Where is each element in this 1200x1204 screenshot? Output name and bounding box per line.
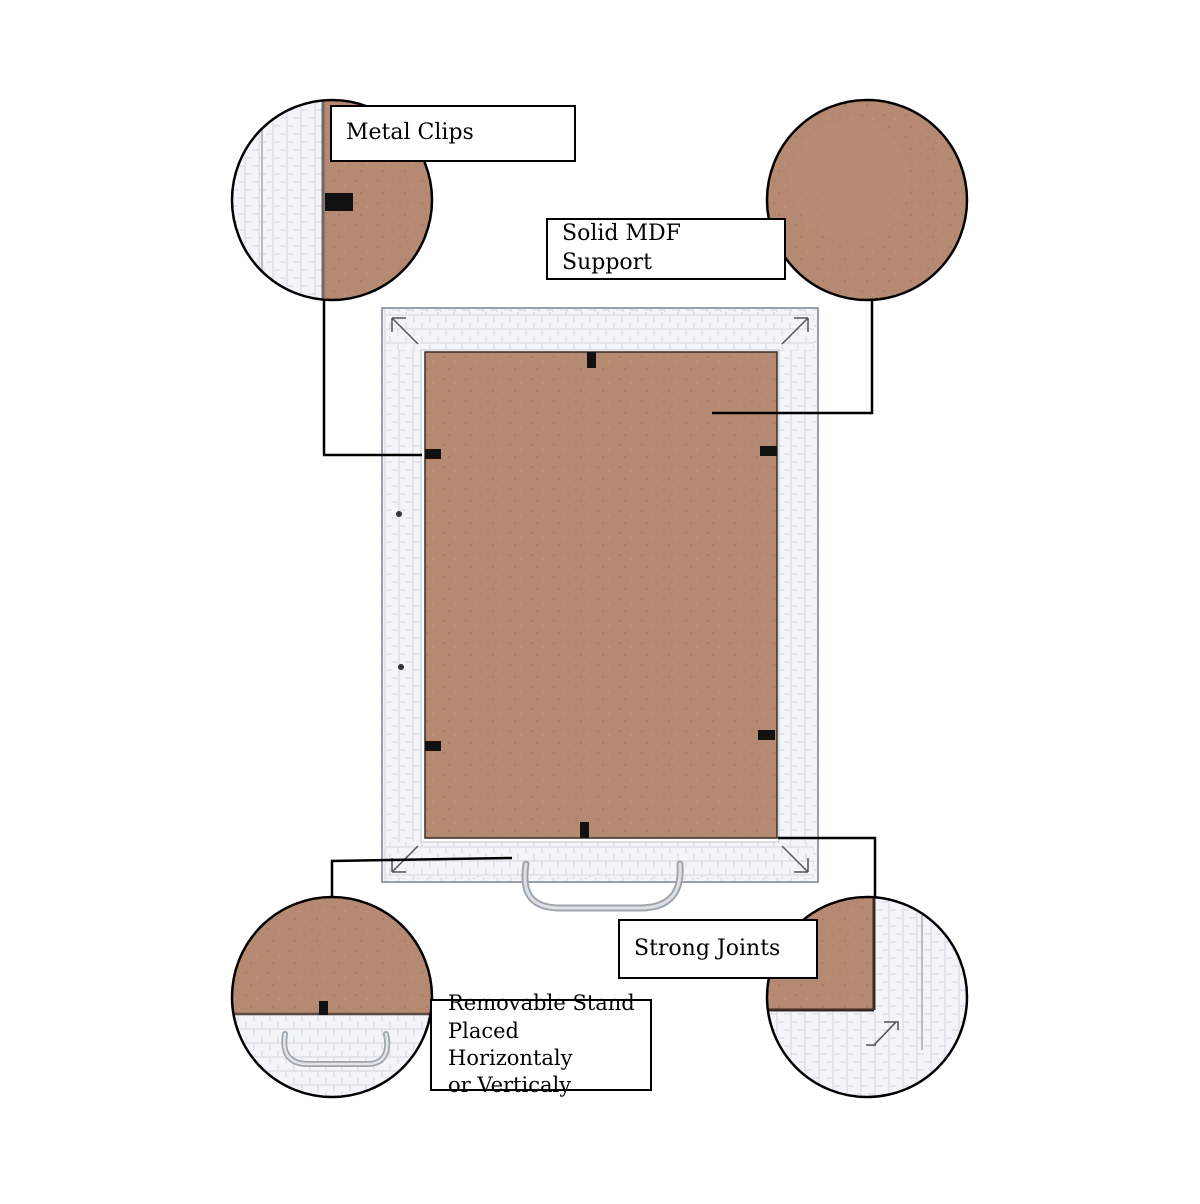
connector-clips [322,300,422,457]
label-mdf-support: Solid MDF Support [546,218,786,280]
corner-joint-tr [781,317,809,345]
label-strong-joints: Strong Joints [618,919,818,979]
label-mdf-support-text: Solid MDF Support [562,221,681,275]
clip-left-upper [425,449,441,459]
corner-joint-br [781,845,809,873]
label-metal-clips-text: Metal Clips [346,120,474,146]
hanging-hole-lower [398,664,404,670]
label-metal-clips: Metal Clips [330,105,576,162]
connector-stand [330,856,513,897]
corner-joint-tl [391,317,419,345]
clip-closeup [325,193,353,211]
connector-mdf [712,300,874,415]
clip-left-lower [425,741,441,751]
clip-right-upper [760,446,777,456]
label-strong-joints-text: Strong Joints [634,935,781,961]
clip-top [587,352,596,368]
frame-top-rail [386,312,814,350]
label-removable-stand: Removable Stand Placed Horizontaly or Ve… [430,991,652,1097]
clip-right-lower [758,730,775,740]
label-removable-stand-text: Removable Stand Placed Horizontaly or Ve… [448,991,635,1098]
zoom-circle-mdf [765,98,969,302]
clip-bottom [580,822,589,838]
zoom-circle-stand [230,895,434,1099]
picture-frame-back [381,307,819,912]
hanging-hole-upper [396,511,402,517]
mdf-backboard [424,351,778,839]
